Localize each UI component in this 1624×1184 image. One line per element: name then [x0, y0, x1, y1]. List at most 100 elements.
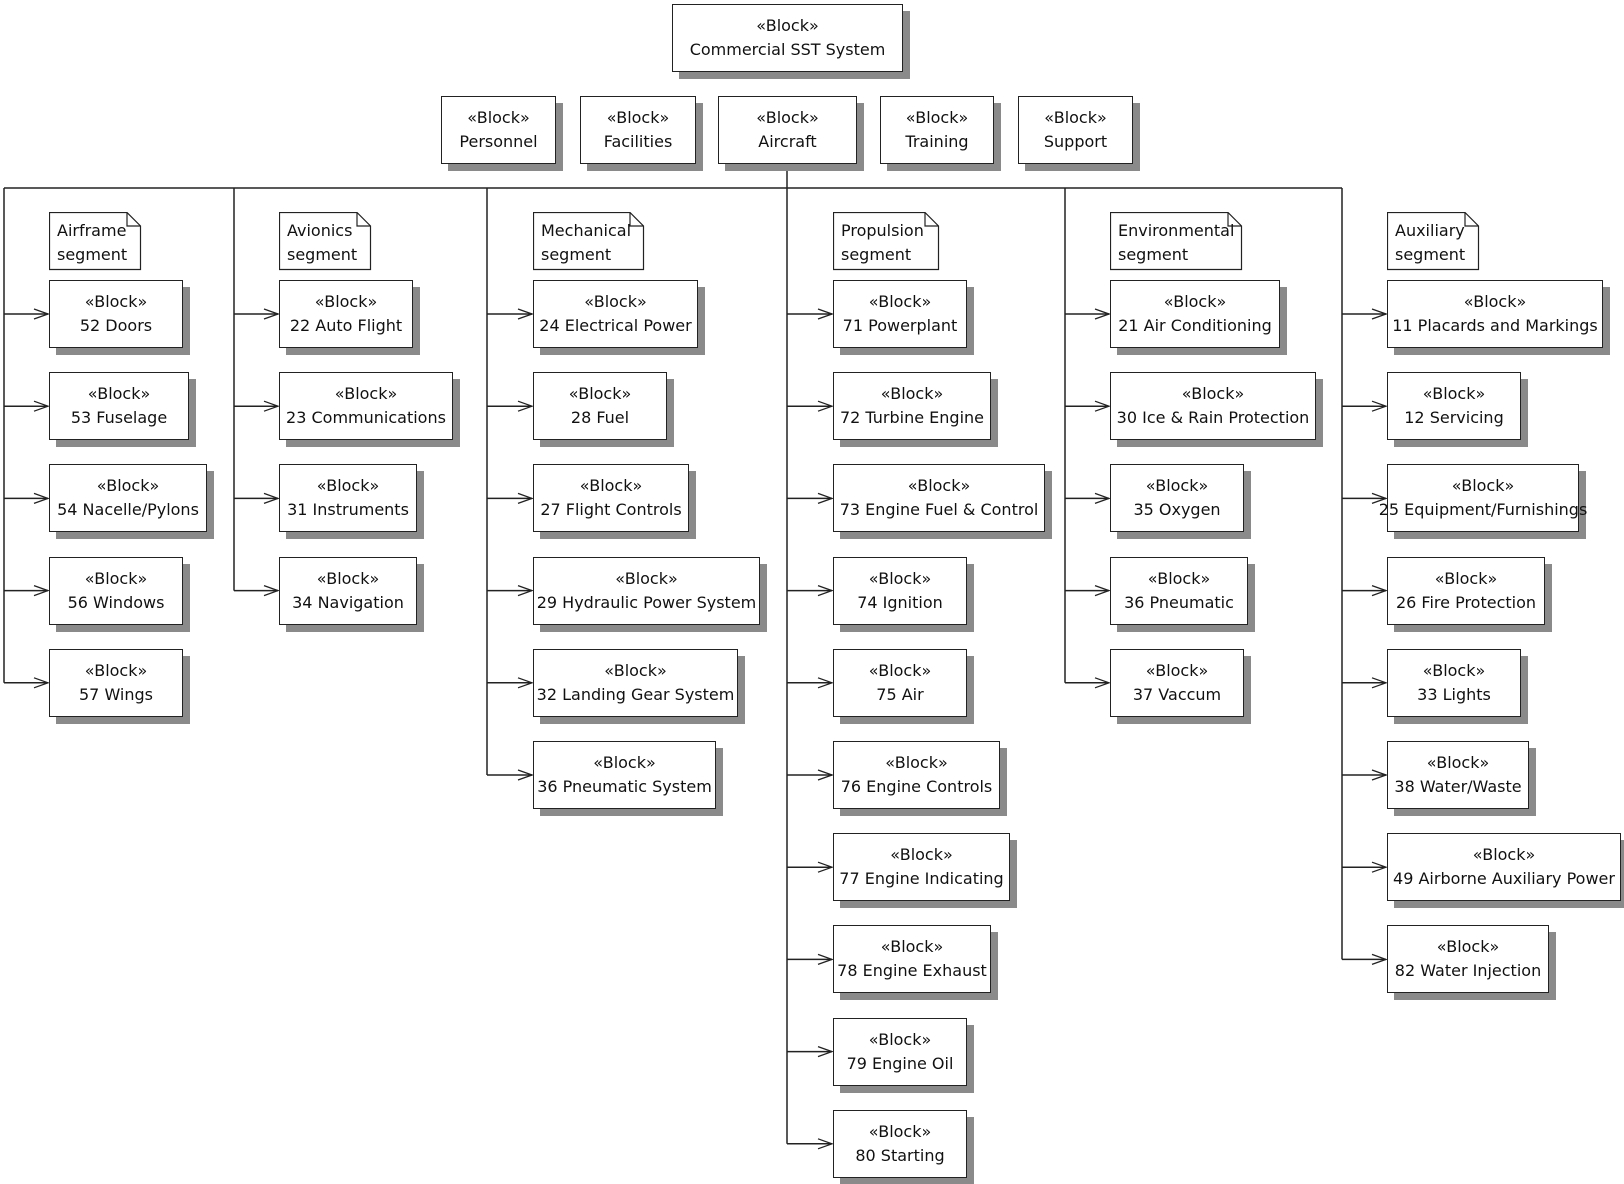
- block-name: 57 Wings: [79, 684, 153, 704]
- block-stereotype: «Block»: [756, 108, 819, 127]
- block-name: 79 Engine Oil: [846, 1053, 954, 1073]
- block-name: 29 Hydraulic Power System: [536, 592, 757, 612]
- block-stereotype: «Block»: [84, 660, 148, 680]
- note-line-1: Environmental: [1118, 221, 1235, 240]
- block-item[interactable]: «Block» 23 Communications: [279, 372, 453, 441]
- block-aircraft[interactable]: «Block» Aircraft: [718, 96, 857, 164]
- block-stereotype: «Block»: [593, 753, 656, 772]
- block-item[interactable]: «Block»80 Starting: [833, 1109, 967, 1178]
- block-name: 49 Airborne Auxiliary Power: [1393, 869, 1615, 889]
- block-facilities[interactable]: «Block» Facilities: [580, 96, 696, 164]
- block-name: 28 Fuel: [570, 408, 630, 428]
- block-stereotype: «Block»: [905, 108, 969, 127]
- block-stereotype: «Block»: [1044, 108, 1107, 127]
- block-item[interactable]: «Block»31 Instruments: [279, 464, 417, 533]
- block-item[interactable]: «Block» 29 Hydraulic Power System: [533, 556, 760, 625]
- block-item[interactable]: «Block»25 Equipment/Furnishings: [1379, 464, 1587, 533]
- block-stereotype: «Block»: [334, 384, 398, 404]
- block-stereotype: «Block»: [1436, 937, 1500, 957]
- block-commercial-sst-system[interactable]: «Block» Commercial SST System: [672, 4, 903, 72]
- note-line-1: Mechanical: [541, 221, 632, 240]
- block-item[interactable]: «Block»53 Fuselage: [49, 372, 189, 441]
- block-stereotype: «Block»: [1145, 660, 1209, 680]
- block-name: 77 Engine Indicating: [839, 869, 1004, 889]
- block-name: 12 Servicing: [1404, 408, 1504, 428]
- block-personnel[interactable]: «Block» Personnel: [441, 96, 556, 164]
- block-item[interactable]: «Block»76 Engine Controls: [833, 741, 1000, 809]
- block-item[interactable]: «Block»78 Engine Exhaust: [833, 925, 991, 994]
- block-stereotype: «Block»: [756, 16, 819, 35]
- block-name: 35 Oxygen: [1133, 500, 1221, 520]
- note-icon: [533, 212, 645, 271]
- block-item[interactable]: «Block»27 Flight Controls: [533, 464, 689, 533]
- block-item[interactable]: «Block»77 Engine Indicating: [833, 833, 1010, 902]
- block-name: 38 Water/Waste: [1394, 777, 1522, 796]
- block-item[interactable]: «Block»30 Ice & Rain Protection: [1110, 372, 1316, 441]
- block-item[interactable]: «Block»33 Lights: [1387, 648, 1521, 717]
- block-name: 34 Navigation: [292, 592, 404, 612]
- block-item[interactable]: «Block»73 Engine Fuel & Control: [833, 464, 1045, 533]
- note-icon: [833, 212, 940, 271]
- block-item[interactable]: «Block»24 Electrical Power: [533, 280, 698, 348]
- block-item[interactable]: «Block»79 Engine Oil: [833, 1017, 967, 1086]
- block-stereotype: «Block»: [1422, 384, 1486, 404]
- block-item[interactable]: «Block»52 Doors: [49, 280, 183, 348]
- note-line-1: Propulsion: [841, 221, 924, 240]
- block-stereotype: «Block»: [467, 108, 530, 127]
- block-item[interactable]: «Block»75 Air: [833, 648, 967, 717]
- block-item[interactable]: «Block»26 Fire Protection: [1387, 556, 1545, 625]
- block-item[interactable]: «Block» 12 Servicing: [1387, 372, 1521, 441]
- block-stereotype: «Block»: [880, 384, 944, 404]
- block-name: 53 Fuselage: [70, 408, 168, 428]
- block-name: 52 Doors: [79, 316, 153, 335]
- block-name: 78 Engine Exhaust: [837, 961, 987, 981]
- block-name: 27 Flight Controls: [540, 500, 682, 520]
- block-item[interactable]: «Block»32 Landing Gear System: [533, 648, 738, 717]
- block-item[interactable]: «Block»71 Powerplant: [833, 280, 967, 348]
- block-item[interactable]: «Block»37 Vaccum: [1110, 648, 1244, 717]
- block-stereotype: «Block»: [84, 568, 148, 588]
- block-name: 82 Water Injection: [1394, 961, 1542, 981]
- block-name: 22 Auto Flight: [289, 316, 403, 335]
- block-item[interactable]: «Block»72 Turbine Engine: [833, 372, 991, 441]
- block-name: 36 Pneumatic System: [537, 777, 712, 796]
- block-item[interactable]: «Block» 82 Water Injection: [1387, 925, 1549, 994]
- note-line-2: segment: [287, 245, 358, 264]
- block-name: 30 Ice & Rain Protection: [1116, 408, 1310, 428]
- block-stereotype: «Block»: [907, 476, 971, 496]
- block-item[interactable]: «Block» 49 Airborne Auxiliary Power: [1387, 833, 1621, 902]
- block-stereotype: «Block»: [1472, 845, 1536, 865]
- block-name: 56 Windows: [67, 592, 165, 612]
- block-item[interactable]: «Block»38 Water/Waste: [1387, 741, 1529, 809]
- block-support[interactable]: «Block» Support: [1018, 96, 1133, 164]
- block-name: Training: [905, 132, 969, 151]
- block-name: 25 Equipment/Furnishings: [1378, 500, 1588, 520]
- block-item[interactable]: «Block»34 Navigation: [279, 556, 417, 625]
- block-name: 23 Communications: [286, 408, 446, 428]
- segment-note: Propulsion segment: [833, 212, 940, 271]
- block-name: Aircraft: [758, 132, 817, 151]
- block-item[interactable]: «Block»74 Ignition: [833, 556, 967, 625]
- block-name: 33 Lights: [1417, 684, 1491, 704]
- block-item[interactable]: «Block»22 Auto Flight: [279, 280, 413, 348]
- block-name: 71 Powerplant: [842, 316, 958, 335]
- block-item[interactable]: «Block»35 Oxygen: [1110, 464, 1244, 533]
- block-stereotype: «Block»: [615, 568, 678, 588]
- block-item[interactable]: «Block»28 Fuel: [533, 372, 667, 441]
- note-line-1: Auxiliary: [1395, 221, 1465, 240]
- block-stereotype: «Block»: [868, 1121, 932, 1141]
- block-item[interactable]: «Block» 36 Pneumatic System: [533, 741, 716, 809]
- block-item[interactable]: «Block»21 Air Conditioning: [1110, 280, 1280, 348]
- block-training[interactable]: «Block» Training: [880, 96, 994, 164]
- note-line-2: segment: [841, 245, 912, 264]
- block-item[interactable]: «Block»36 Pneumatic: [1110, 556, 1248, 625]
- block-item[interactable]: «Block»54 Nacelle/Pylons: [49, 464, 207, 533]
- block-stereotype: «Block»: [1163, 292, 1227, 311]
- block-item[interactable]: «Block» 56 Windows: [49, 556, 183, 625]
- block-item[interactable]: «Block»11 Placards and Markings: [1387, 280, 1603, 348]
- block-stereotype: «Block»: [1434, 568, 1498, 588]
- block-item[interactable]: «Block» 57 Wings: [49, 648, 183, 717]
